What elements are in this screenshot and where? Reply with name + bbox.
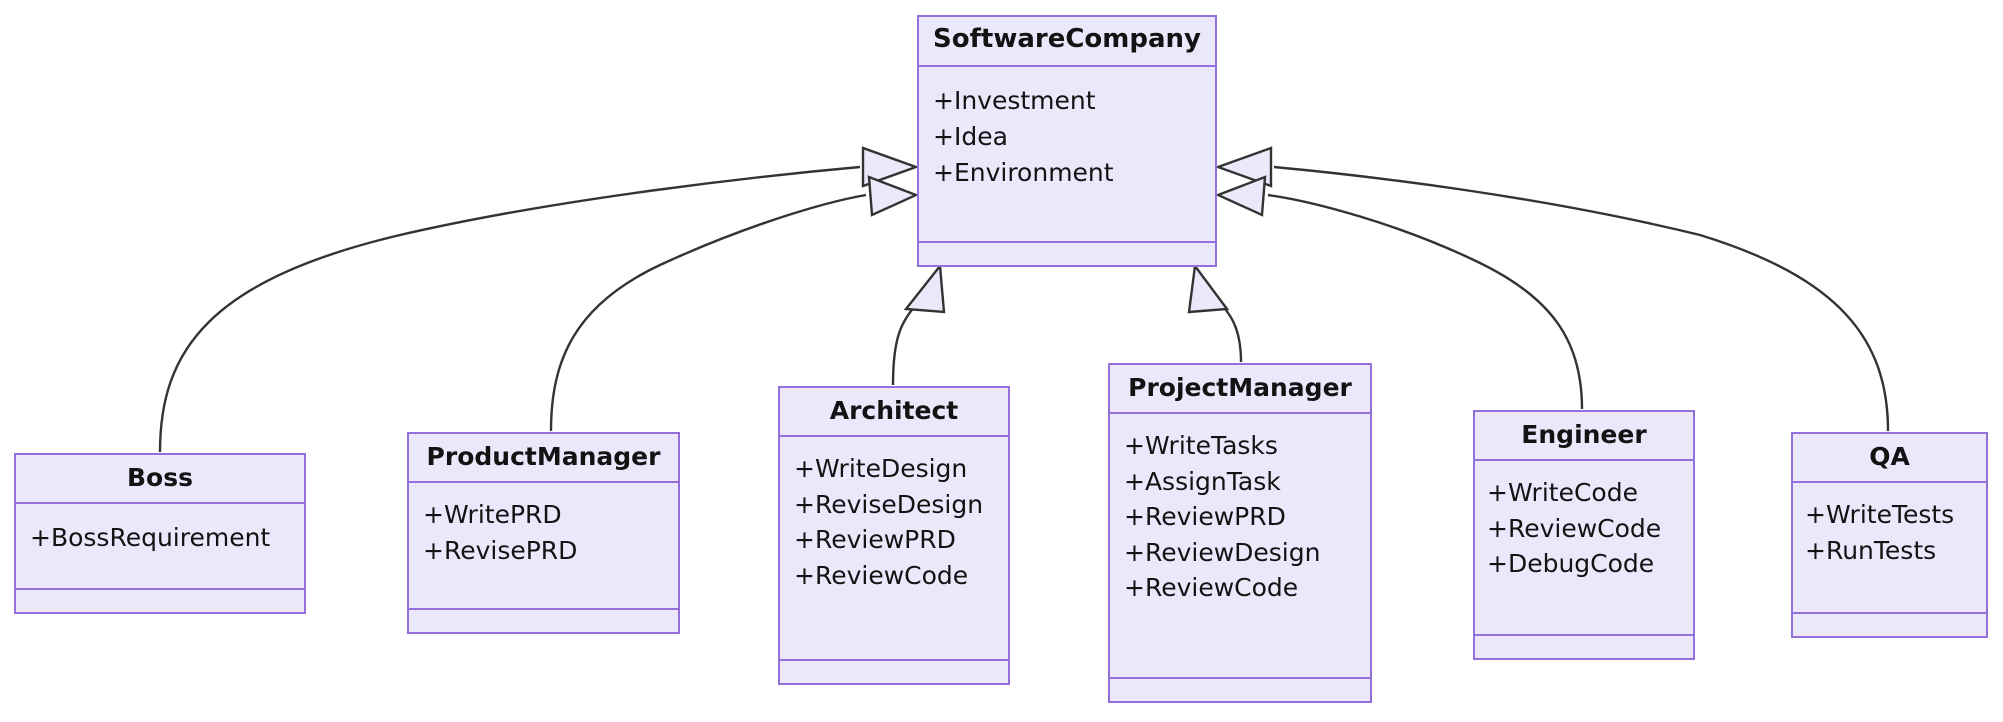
attribute-row: +Idea (933, 122, 1008, 152)
class-name-qa: QA (1793, 434, 1986, 484)
uml-class-architect[interactable]: Architect +WriteDesign +ReviseDesign +Re… (778, 386, 1010, 685)
class-methods-boss (16, 590, 304, 612)
generalization-arrowhead-engineer (1214, 175, 1267, 217)
attribute-row: +WriteTests (1805, 500, 1955, 530)
class-methods-productmanager (409, 610, 678, 632)
attribute-row: +ReviewPRD (1124, 502, 1286, 532)
uml-class-projectmanager[interactable]: ProjectManager +WriteTasks +AssignTask +… (1108, 363, 1372, 703)
attribute-row: +ReviseDesign (794, 489, 984, 519)
class-methods-qa (1793, 614, 1986, 636)
generalization-arrowhead-boss (861, 146, 920, 188)
generalization-arrowhead-architect (903, 262, 946, 314)
class-attributes-architect: +WriteDesign +ReviseDesign +ReviewPRD +R… (780, 437, 1008, 661)
edge-boss-to-softwarecompany (158, 165, 861, 453)
attribute-row: +ReviewDesign (1124, 537, 1321, 567)
class-name-projectmanager: ProjectManager (1110, 365, 1370, 415)
uml-class-qa[interactable]: QA +WriteTests +RunTests (1791, 432, 1988, 638)
generalization-arrowhead-productmanager (867, 175, 920, 217)
attribute-row: +RevisePRD (423, 535, 578, 565)
generalization-arrowhead-projectmanager (1187, 262, 1230, 314)
class-name-softwarecompany: SoftwareCompany (919, 17, 1215, 68)
class-methods-softwarecompany (919, 243, 1215, 265)
attribute-row: +WriteTasks (1124, 431, 1278, 461)
attribute-row: +WriteCode (1487, 478, 1638, 508)
attribute-row: +ReviewCode (1124, 573, 1299, 603)
generalization-arrowhead-qa (1214, 146, 1273, 188)
uml-class-boss[interactable]: Boss +BossRequirement (14, 453, 306, 614)
class-name-productmanager: ProductManager (409, 434, 678, 484)
edge-productmanager-to-softwarecompany (549, 193, 867, 432)
attribute-row: +BossRequirement (30, 523, 271, 553)
attribute-row: +AssignTask (1124, 466, 1281, 496)
class-methods-engineer (1475, 636, 1693, 658)
class-attributes-projectmanager: +WriteTasks +AssignTask +ReviewPRD +Revi… (1110, 414, 1370, 679)
attribute-row: +WriteDesign (794, 454, 968, 484)
attribute-row: +WritePRD (423, 500, 562, 530)
class-methods-architect (780, 661, 1008, 683)
edge-qa-to-softwarecompany (1273, 165, 1890, 432)
class-name-architect: Architect (780, 388, 1008, 438)
class-attributes-engineer: +WriteCode +ReviewCode +DebugCode (1475, 461, 1693, 636)
attribute-row: +ReviewPRD (794, 525, 956, 555)
uml-class-engineer[interactable]: Engineer +WriteCode +ReviewCode +DebugCo… (1473, 410, 1695, 660)
class-methods-projectmanager (1110, 679, 1370, 701)
class-name-boss: Boss (16, 455, 304, 505)
class-name-engineer: Engineer (1475, 412, 1693, 462)
edge-engineer-to-softwarecompany (1267, 193, 1584, 410)
attribute-row: +RunTests (1805, 535, 1937, 565)
class-attributes-softwarecompany: +Investment +Idea +Environment (919, 67, 1215, 243)
attribute-row: +DebugCode (1487, 549, 1655, 579)
attribute-row: +Environment (933, 158, 1114, 188)
attribute-row: +ReviewCode (1487, 513, 1662, 543)
class-attributes-qa: +WriteTests +RunTests (1793, 483, 1986, 614)
class-attributes-productmanager: +WritePRD +RevisePRD (409, 483, 678, 610)
uml-class-productmanager[interactable]: ProductManager +WritePRD +RevisePRD (407, 432, 680, 634)
class-attributes-boss: +BossRequirement (16, 504, 304, 590)
uml-class-softwarecompany[interactable]: SoftwareCompany +Investment +Idea +Envir… (917, 15, 1217, 267)
attribute-row: +ReviewCode (794, 560, 969, 590)
attribute-row: +Investment (933, 86, 1096, 116)
